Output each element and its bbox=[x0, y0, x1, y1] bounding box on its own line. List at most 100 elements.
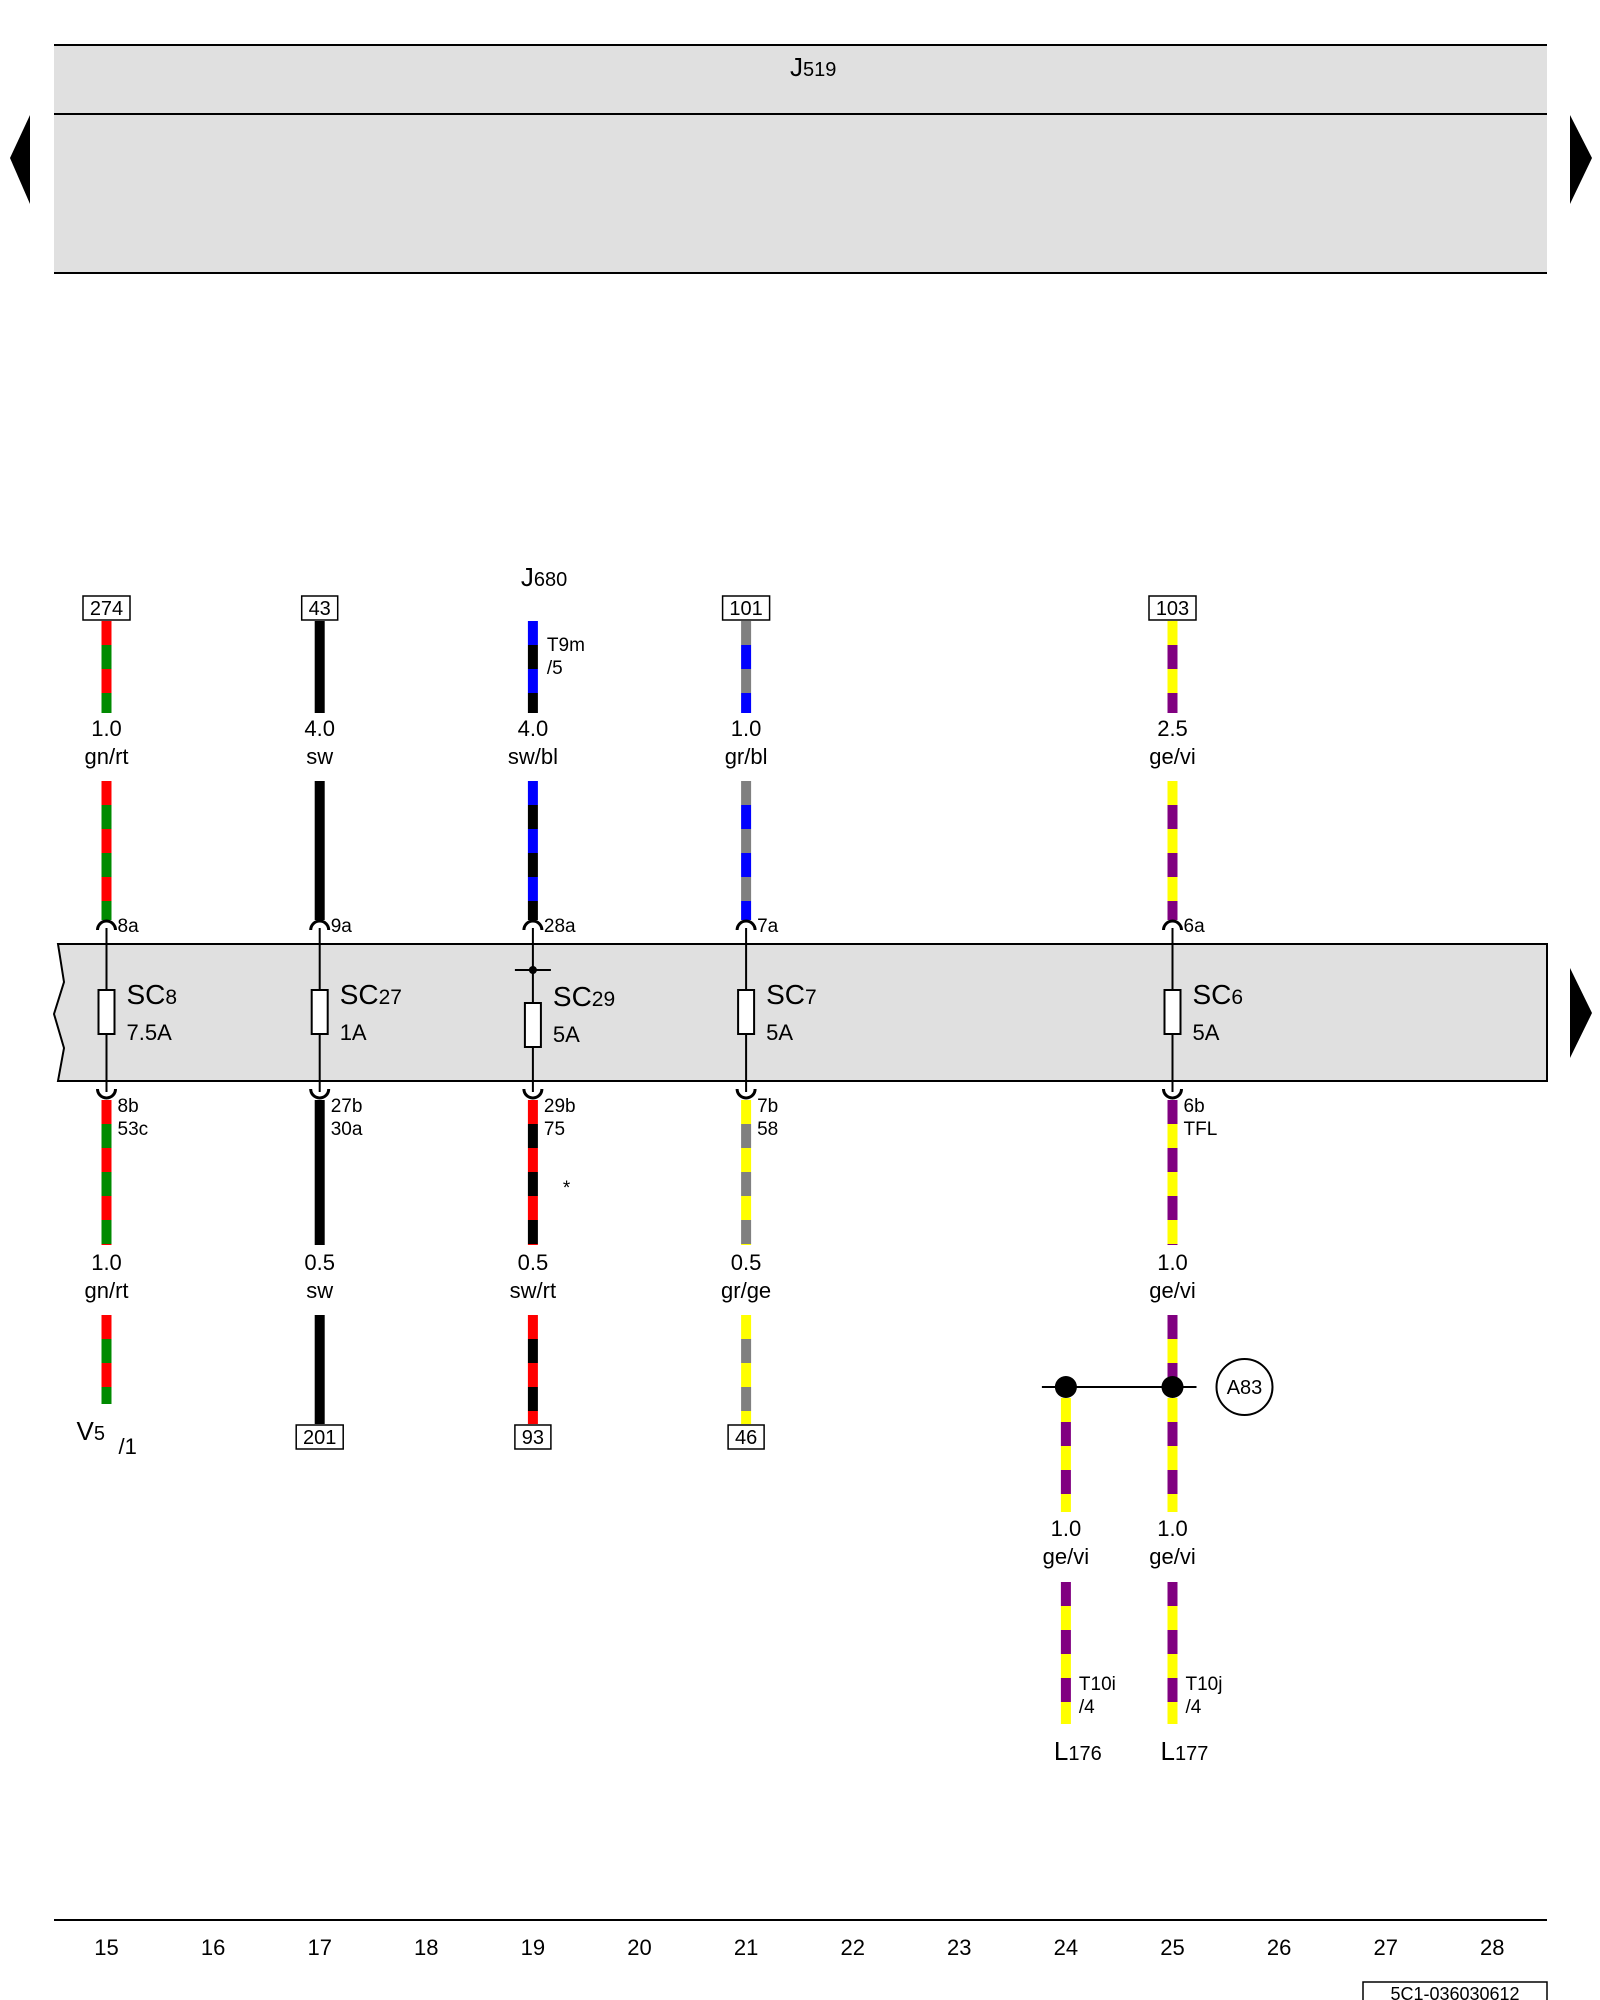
fuse-29-top-color: sw/bl bbox=[508, 744, 558, 769]
svg-text:43: 43 bbox=[309, 598, 331, 620]
fuse-6-top-gauge: 2.5 bbox=[1157, 716, 1188, 741]
branch-177-connector: T10j bbox=[1186, 1674, 1223, 1695]
fuse-6-in-connector-icon bbox=[1162, 919, 1183, 931]
fuse-8-top-wire-lower bbox=[101, 781, 112, 920]
fuse-7-bottom-wire-upper bbox=[741, 1100, 752, 1245]
fuse-7-out-connector-icon bbox=[735, 1088, 757, 1100]
fuse-6-top-color: ge/vi bbox=[1149, 744, 1195, 769]
fuse-27-bottom-color: sw bbox=[306, 1278, 333, 1303]
grid-col-19: 19 bbox=[521, 1935, 545, 1960]
fuse-29-bottom-wire-upper bbox=[527, 1100, 538, 1245]
fuse-7-out-pin: 7b bbox=[757, 1096, 778, 1117]
fuse-29-out-pin: 29b bbox=[544, 1096, 576, 1117]
fuse-6-bottom-gauge: 1.0 bbox=[1157, 1250, 1188, 1275]
branch-176-color: ge/vi bbox=[1043, 1544, 1089, 1569]
fuse-27-bottom-wire-lower bbox=[314, 1315, 325, 1424]
fuse-8-top-gauge: 1.0 bbox=[91, 716, 122, 741]
fuse-8-rating: 7.5A bbox=[127, 1020, 173, 1045]
grid-col-28: 28 bbox=[1480, 1935, 1504, 1960]
fuse-6-bottom-wire-upper bbox=[1167, 1100, 1178, 1245]
fuse-6-in-pin: 6a bbox=[1184, 916, 1206, 937]
grid-col-18: 18 bbox=[414, 1935, 438, 1960]
fuse-29-out-terminal: 75 bbox=[544, 1119, 565, 1140]
fuse-8-in-pin: 8a bbox=[118, 916, 140, 937]
fuse-7-bottom-color: gr/ge bbox=[721, 1278, 771, 1303]
fuse-29-top-wire-lower bbox=[527, 781, 538, 920]
grid-col-20: 20 bbox=[627, 1935, 651, 1960]
fuse-27-bottom-ref: 201 bbox=[295, 1424, 344, 1450]
fuse-6-label: SC6 bbox=[1193, 979, 1244, 1010]
fuse-29-label: SC29 bbox=[553, 981, 615, 1012]
fuse-29-bottom-ref: 93 bbox=[514, 1424, 552, 1450]
fuse-7-top-wire-lower bbox=[741, 781, 752, 920]
fuse-layer: 2741.0gn/rt8aSC87.5A8b53c1.0gn/rtV5/1434… bbox=[77, 562, 1244, 1459]
fuse-7-top-ref: 101 bbox=[721, 595, 771, 621]
fuse-7-in-pin: 7a bbox=[757, 916, 779, 937]
component-l176: L176 bbox=[1054, 1736, 1102, 1766]
fuse-29-bottom-wire-lower bbox=[527, 1315, 538, 1424]
grid-col-26: 26 bbox=[1267, 1935, 1291, 1960]
fuse-6-out-pin: 6b bbox=[1184, 1096, 1205, 1117]
svg-text:201: 201 bbox=[303, 1427, 336, 1449]
component-j680: J680 bbox=[521, 562, 567, 592]
fuse-8-bottom-gauge: 1.0 bbox=[91, 1250, 122, 1275]
fuse-7-top-gauge: 1.0 bbox=[731, 716, 762, 741]
branch-177-wire-lower bbox=[1167, 1582, 1178, 1724]
fuse-27-top-ref: 43 bbox=[300, 595, 339, 621]
fuse-27-in-pin: 9a bbox=[331, 916, 353, 937]
fuse-7-bottom-wire-lower bbox=[741, 1315, 752, 1424]
grid-col-15: 15 bbox=[94, 1935, 118, 1960]
branch-176-pin: /4 bbox=[1079, 1697, 1095, 1718]
grid-col-27: 27 bbox=[1373, 1935, 1397, 1960]
fuse-27-in-connector-icon bbox=[309, 919, 331, 931]
fuse-7-rating: 5A bbox=[766, 1020, 793, 1045]
fuse-8-top-color: gn/rt bbox=[84, 744, 128, 769]
grid-col-22: 22 bbox=[840, 1935, 864, 1960]
control-unit-panel bbox=[54, 45, 1547, 273]
svg-text:103: 103 bbox=[1156, 598, 1189, 620]
fuse-29-top-wire-upper bbox=[527, 621, 538, 713]
svg-text:93: 93 bbox=[522, 1427, 544, 1449]
fuse-7-out-terminal: 58 bbox=[757, 1119, 778, 1140]
fuse-27-label: SC27 bbox=[340, 979, 402, 1010]
fuse-8-bottom-color: gn/rt bbox=[84, 1278, 128, 1303]
component-v5-pin: /1 bbox=[119, 1434, 137, 1459]
fuse-8-bottom-wire-upper bbox=[101, 1100, 112, 1245]
grid-col-24: 24 bbox=[1054, 1935, 1078, 1960]
fuse-27-bottom-gauge: 0.5 bbox=[304, 1250, 335, 1275]
branch-176-wire-upper bbox=[1060, 1398, 1071, 1512]
fuse-27-fuse-body bbox=[310, 989, 329, 1035]
fuse-8-top-ref: 274 bbox=[82, 595, 131, 621]
fuse-6-top-wire-lower bbox=[1167, 781, 1178, 920]
fuse-29-bottom-color: sw/rt bbox=[510, 1278, 556, 1303]
fuse-29-out-connector-icon bbox=[522, 1088, 544, 1100]
fuse-6-out-connector-icon bbox=[1162, 1088, 1183, 1100]
doc-id: 5C1-036030612 bbox=[1390, 1984, 1519, 2000]
component-v5: V5 bbox=[77, 1416, 105, 1446]
fuse-27-top-wire-upper bbox=[314, 621, 325, 713]
grid-col-21: 21 bbox=[734, 1935, 758, 1960]
branch-176-wire-lower bbox=[1060, 1582, 1071, 1724]
fuse-7-in-connector-icon bbox=[735, 919, 757, 931]
fuse-27-top-gauge: 4.0 bbox=[304, 716, 335, 741]
prev-page-arrow-icon[interactable] bbox=[10, 115, 30, 204]
fuse-6-rating: 5A bbox=[1193, 1020, 1220, 1045]
fuse-27-rating: 1A bbox=[340, 1020, 367, 1045]
control-unit-label: J519 bbox=[790, 52, 836, 82]
fuse-7-fuse-body bbox=[737, 989, 756, 1035]
fuse-7-bottom-gauge: 0.5 bbox=[731, 1250, 762, 1275]
fuse-29-rating: 5A bbox=[553, 1022, 580, 1047]
connector-label: T9m bbox=[547, 635, 585, 656]
junction-ref-circle bbox=[1215, 1358, 1274, 1416]
doc-id-box bbox=[1362, 1981, 1548, 2000]
fuse-27-out-pin: 27b bbox=[331, 1096, 363, 1117]
branch-176-gauge: 1.0 bbox=[1051, 1516, 1082, 1541]
fuse-6-fuse-body bbox=[1163, 989, 1182, 1035]
branch-176-connector: T10i bbox=[1079, 1674, 1116, 1695]
next-page-arrow-icon[interactable] bbox=[1570, 115, 1592, 204]
fuse-8-out-terminal: 53c bbox=[118, 1119, 149, 1140]
next-page-arrow-icon-fuse-row[interactable] bbox=[1570, 968, 1592, 1058]
junction-feed-wire bbox=[1167, 1315, 1178, 1387]
